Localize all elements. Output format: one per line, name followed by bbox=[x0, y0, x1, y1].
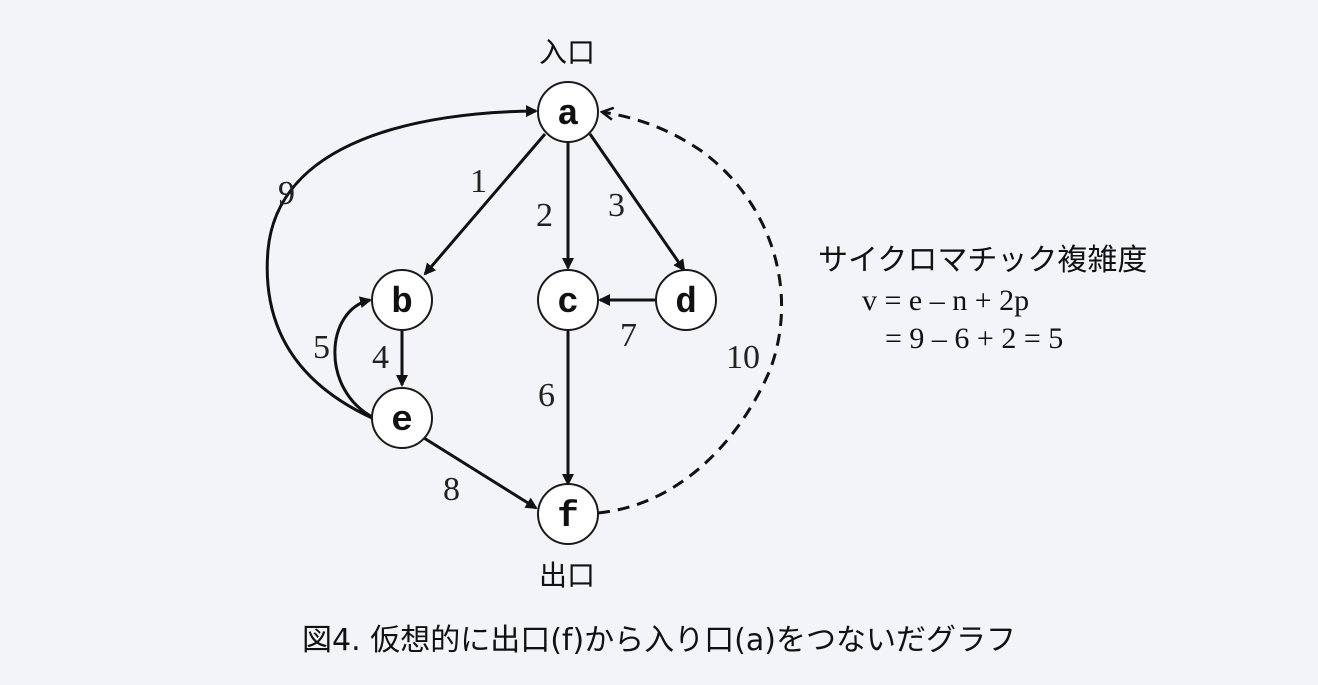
edge-labels: 1 2 3 4 5 6 7 8 9 10 bbox=[278, 163, 760, 508]
edge-f-a bbox=[597, 112, 783, 515]
node-label-d: d bbox=[675, 282, 697, 323]
edge-e-b bbox=[333, 296, 375, 420]
node-label-c: c bbox=[557, 282, 579, 323]
edge-a-d bbox=[588, 133, 686, 272]
node-d: d bbox=[655, 269, 717, 331]
node-label-b: b bbox=[391, 282, 413, 323]
edge-label-8: 8 bbox=[443, 471, 460, 508]
edge-label-5: 5 bbox=[313, 329, 330, 366]
edge-e-f bbox=[423, 436, 538, 510]
entry-label: 入口 bbox=[539, 36, 595, 69]
node-c: c bbox=[537, 269, 599, 331]
complexity-title: サイクロマチック複雑度 bbox=[818, 243, 1147, 278]
formula-line-2: = 9 – 6 + 2 = 5 bbox=[885, 322, 1063, 355]
edge-e-a bbox=[265, 105, 538, 420]
complexity-block: サイクロマチック複雑度 v = e – n + 2p = 9 – 6 + 2 =… bbox=[818, 243, 1147, 355]
exit-label: 出口 bbox=[539, 559, 595, 592]
node-label-e: e bbox=[391, 400, 413, 441]
node-f: f bbox=[537, 483, 599, 545]
edge-label-3: 3 bbox=[608, 187, 625, 224]
figure-caption: 図4. 仮想的に出口(f)から入り口(a)をつないだグラフ bbox=[302, 623, 1016, 658]
edge-label-10: 10 bbox=[726, 339, 760, 376]
node-b: b bbox=[371, 269, 433, 331]
node-a: a bbox=[537, 81, 599, 143]
node-e: e bbox=[371, 387, 433, 449]
node-label-f: f bbox=[557, 496, 579, 537]
edge-label-2: 2 bbox=[536, 197, 553, 234]
node-label-a: a bbox=[557, 94, 579, 135]
edge-label-6: 6 bbox=[538, 377, 555, 414]
edge-a-b bbox=[423, 133, 547, 276]
edge-label-4: 4 bbox=[372, 339, 389, 376]
edges bbox=[265, 105, 783, 515]
edge-label-9: 9 bbox=[278, 175, 295, 212]
formula-line-1: v = e – n + 2p bbox=[862, 284, 1029, 317]
edge-label-1: 1 bbox=[470, 163, 487, 200]
edge-label-7: 7 bbox=[620, 317, 637, 354]
